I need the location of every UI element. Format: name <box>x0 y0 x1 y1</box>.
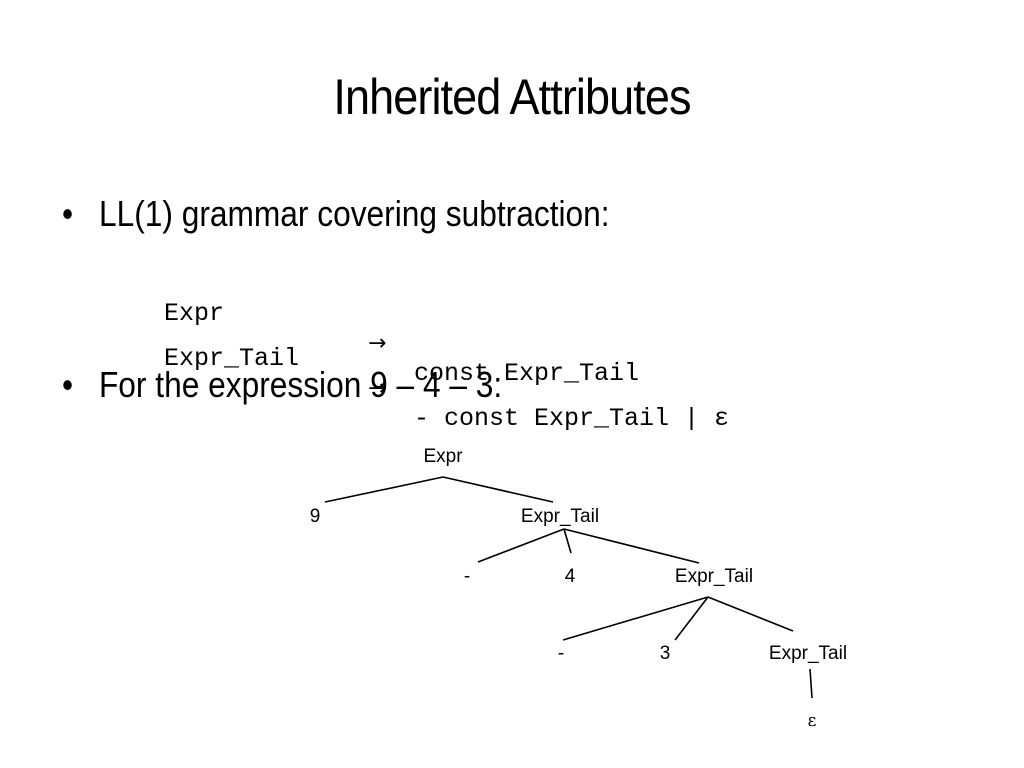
tree-node-epsilon: ε <box>807 711 817 731</box>
edge-tail2-3 <box>674 596 709 641</box>
tree-node-minus: - <box>463 566 471 587</box>
edge-tail1-tail2 <box>563 528 700 564</box>
bullet-expression: • For the expression 9 – 4 – 3: <box>62 363 502 407</box>
tree-node-9: 9 <box>309 506 321 527</box>
bullet-marker: • <box>62 364 74 405</box>
edge-root-tail1 <box>442 476 554 503</box>
edge-tail3-eps <box>809 668 813 699</box>
grammar-rule: Expr → const Expr_Tail <box>0 269 639 419</box>
bullet-text: For the expression 9 – 4 – 3: <box>98 364 503 405</box>
bullet-marker: • <box>62 193 74 234</box>
tree-node-3: 3 <box>659 643 671 664</box>
edge-tail1-4 <box>563 528 572 554</box>
rule-rhs: - const Expr_Tail | ε <box>414 404 730 433</box>
tree-node-expr-tail: Expr_Tail <box>520 506 600 527</box>
edge-tail1-minus <box>477 528 565 563</box>
bullet-text: LL(1) grammar covering subtraction: <box>98 193 610 234</box>
slide-title: Inherited Attributes <box>333 69 691 125</box>
bullet-grammar: • LL(1) grammar covering subtraction: <box>62 192 610 236</box>
tree-node-expr: Expr <box>423 446 463 467</box>
rule-lhs: Expr <box>164 299 225 328</box>
edge-tail2-minus <box>562 596 709 641</box>
rule-rhs: const Expr_Tail <box>414 359 640 388</box>
right-arrow-icon: → <box>368 376 387 401</box>
grammar-rule: Expr_Tail → - const Expr_Tail | ε <box>0 314 729 464</box>
tree-node-minus: - <box>557 643 565 664</box>
edge-root-9 <box>324 476 444 503</box>
tree-node-expr-tail: Expr_Tail <box>768 643 848 664</box>
right-arrow-icon: → <box>368 331 387 356</box>
tree-node-expr-tail: Expr_Tail <box>674 566 754 587</box>
tree-node-4: 4 <box>564 566 576 587</box>
edge-tail2-tail3 <box>707 596 794 632</box>
rule-lhs: Expr_Tail <box>164 344 300 373</box>
